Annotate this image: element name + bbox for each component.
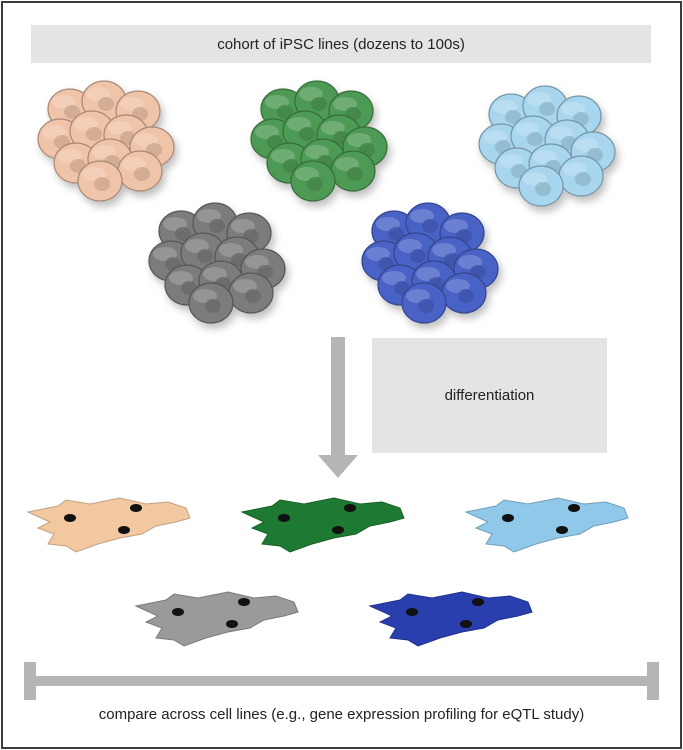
cell-nucleus [238,598,250,606]
differentiated-cell-blue [368,591,533,647]
cell-nucleus [388,227,404,241]
cell-nucleus [568,504,580,512]
cell-body [240,497,405,553]
cell-nucleus [505,110,521,124]
differentiated-cell-gray [134,591,299,647]
cell-nucleus [86,127,102,141]
cell-nucleus [245,289,261,303]
differentiated-cell-light-blue [464,497,629,553]
ipsc-colony-blue [361,202,499,324]
cell-nucleus [527,132,543,146]
cell-nucleus [205,299,221,313]
cell-nucleus [94,177,110,191]
cell-nucleus [418,299,434,313]
cell-nucleus [278,514,290,522]
differentiated-cell-peach [26,497,191,553]
cell-nucleus [172,608,184,616]
cell-nucleus [277,105,293,119]
cell-nucleus [575,172,591,186]
cell-nucleus [209,219,225,233]
cell-nucleus [458,289,474,303]
cell-nucleus [556,526,568,534]
cell-nucleus [98,97,114,111]
differentiation-label-box: differentiation [372,338,607,453]
cell-nucleus [332,526,344,534]
differentiation-label: differentiation [444,387,535,404]
cell-nucleus [197,249,213,263]
compare-label: compare across cell lines (e.g., gene ex… [98,706,585,723]
cell-nucleus [410,249,426,263]
cell-nucleus [311,97,327,111]
ipsc-colony-light-blue [478,85,616,207]
differentiated-cell-green [240,497,405,553]
cell-nucleus [472,598,484,606]
cohort-label: cohort of iPSC lines (dozens to 100s) [217,35,465,53]
ipsc-colony-gray [148,202,286,324]
cell-nucleus [422,219,438,233]
cell-nucleus [307,177,323,191]
cell-nucleus [130,504,142,512]
cell-nucleus [347,167,363,181]
cell-nucleus [134,167,150,181]
cell-nucleus [64,105,80,119]
cell-body [464,497,629,553]
cell-body [368,591,533,647]
differentiation-arrow [318,337,358,478]
cell-nucleus [535,182,551,196]
comparison-bracket [24,662,659,700]
cell-nucleus [460,620,472,628]
cell-nucleus [226,620,238,628]
cell-nucleus [406,608,418,616]
cell-nucleus [502,514,514,522]
cell-nucleus [64,514,76,522]
cell-body [134,591,299,647]
ipsc-colony-peach [37,80,175,202]
cohort-label-box: cohort of iPSC lines (dozens to 100s) [31,25,651,63]
cell-nucleus [539,102,555,116]
ipsc-colony-green [250,80,388,202]
cell-nucleus [344,504,356,512]
cell-nucleus [118,526,130,534]
cell-body [26,497,191,553]
cell-nucleus [175,227,191,241]
cell-nucleus [299,127,315,141]
